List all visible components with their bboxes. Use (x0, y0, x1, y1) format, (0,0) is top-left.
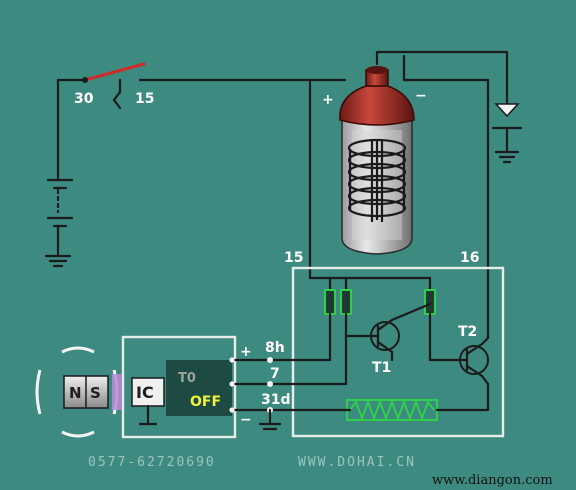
ic-label: IC (136, 383, 154, 402)
switch-contact-hook (112, 78, 122, 110)
state-off-label: OFF (190, 394, 221, 410)
switch-terminal-15: 15 (135, 91, 154, 107)
rotation-arc-top (61, 346, 95, 354)
pin-31d-label: 31d (261, 392, 291, 408)
label-t1: T1 (372, 360, 391, 376)
rotation-arc-bottom (61, 430, 95, 438)
ignition-coil: + − (308, 50, 509, 280)
coil-minus-sign: − (415, 88, 427, 104)
pin-8h-label: 8h (265, 340, 285, 356)
pin-7-node (267, 381, 273, 387)
pin-7-label: 7 (270, 366, 280, 382)
resistor-r2 (340, 289, 352, 315)
switch-lever (83, 62, 146, 82)
sensor-resistor-zigzag (349, 399, 435, 421)
trigger-minus-sign: − (240, 412, 252, 428)
t0-label: T0 (178, 371, 196, 386)
rotation-arc-left (35, 369, 42, 415)
wire-t2-emitter (480, 374, 490, 386)
box-pin-node (229, 381, 235, 387)
module-terminal-16: 16 (460, 250, 479, 266)
ignition-module: 15 16 T1 T2 (284, 250, 505, 438)
watermark-site: WWW.DOHAI.CN (298, 455, 416, 470)
magnet-north: N (69, 384, 82, 402)
wire-t2-collector (480, 336, 490, 346)
hall-trigger-unit: IC T0 OFF + − 8h 7 31d (121, 335, 352, 439)
spark-plug-tip (494, 103, 520, 118)
switch-pivot (82, 77, 88, 83)
box-pin-node (229, 357, 235, 363)
trigger-box (121, 335, 237, 439)
pin-8h-node (267, 357, 273, 363)
t1-collector (376, 318, 394, 332)
t2-collector (465, 342, 484, 356)
t0-output-stage (166, 360, 232, 416)
battery (44, 78, 74, 268)
module-terminal-15: 15 (284, 250, 303, 266)
coil-cap (339, 85, 415, 126)
t2-emitter (465, 364, 484, 378)
watermark-phone: 0577-62720690 (88, 455, 216, 470)
module-box (291, 266, 505, 438)
rotating-magnet: N S (35, 346, 122, 438)
switch-terminal-30: 30 (74, 91, 94, 107)
watermark-site-2: www.diangon.com (432, 473, 553, 488)
label-t2: T2 (458, 324, 477, 340)
box-pin-node (229, 407, 235, 413)
resistor-r1 (324, 289, 336, 315)
ignition-switch: 30 15 (56, 62, 312, 110)
magnet-south: S (90, 384, 101, 402)
trigger-plus-sign: + (240, 344, 252, 360)
wire-t1-collector (390, 302, 432, 322)
t1-emitter (376, 340, 394, 354)
resistor-r3 (424, 289, 436, 315)
spark-plug (491, 103, 523, 164)
coil-plus-sign: + (322, 92, 334, 108)
coil-tower-top (366, 66, 388, 74)
hall-sensor-element (112, 374, 122, 410)
